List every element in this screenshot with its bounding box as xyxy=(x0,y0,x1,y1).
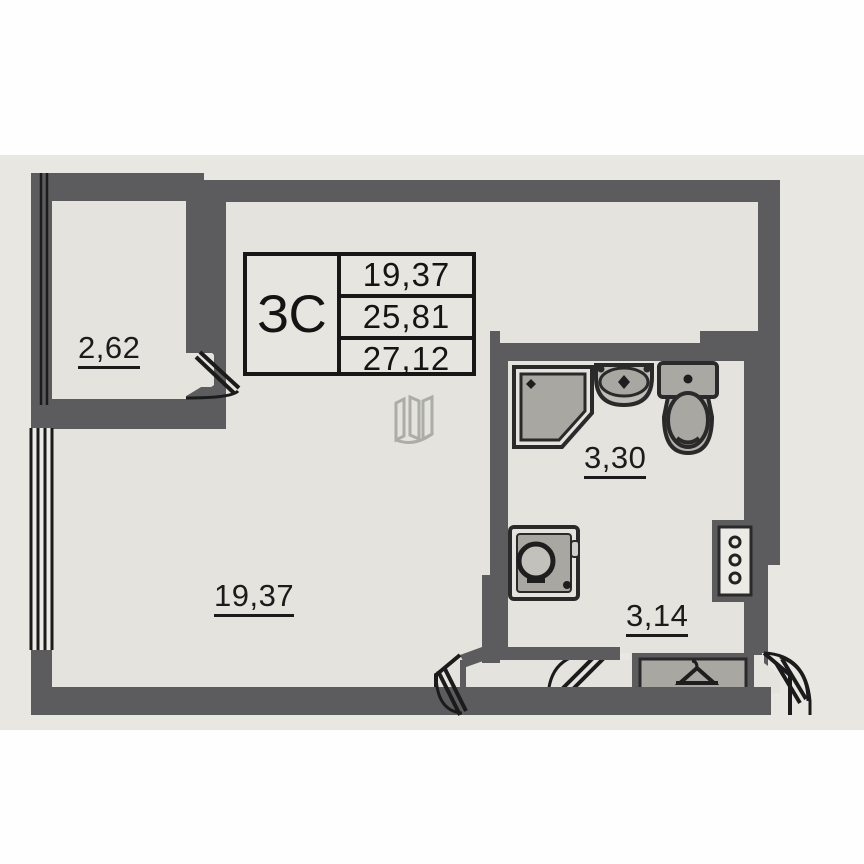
room-label-bathroom: 3,30 xyxy=(584,441,647,479)
living-room-door-swing[interactable] xyxy=(434,666,468,716)
floor-plan-drawing: .wall { fill: #5c5c5e; } .floor { fill: … xyxy=(29,173,812,716)
area-values-column: 19,37 25,81 27,12 xyxy=(341,256,472,377)
curtain-screen-symbol xyxy=(394,394,434,444)
area-value-without-balcony: 25,81 xyxy=(341,298,472,340)
room-label-hallway: 3,14 xyxy=(626,599,689,637)
window-balcony-glazing xyxy=(39,173,49,405)
balcony-structure xyxy=(31,173,241,429)
area-value-total: 27,12 xyxy=(362,340,451,377)
entry-door-swing[interactable] xyxy=(763,651,812,715)
bathroom-washbasin xyxy=(594,363,654,408)
toilet xyxy=(657,361,719,456)
utility-riser-shaft-three-pipes-small xyxy=(712,520,758,602)
window-left-wall xyxy=(29,428,54,650)
balcony-door-swing[interactable] xyxy=(185,350,241,400)
area-summary-table: ЗС 19,37 25,81 27,12 xyxy=(243,252,476,377)
room-label-living-room: 19,37 xyxy=(214,579,295,617)
room-label-balcony: 2,62 xyxy=(78,331,141,369)
area-value-living: 19,37 xyxy=(341,256,472,298)
washing-machine xyxy=(508,525,580,601)
hallway-structure xyxy=(31,585,812,716)
corner-shower-tray xyxy=(512,365,594,449)
bathroom-block xyxy=(490,343,762,704)
floor-plan-sheet: .wall { fill: #5c5c5e; } .floor { fill: … xyxy=(0,155,864,730)
living-room-floor xyxy=(52,202,758,693)
apartment-code-cell: ЗС xyxy=(247,256,341,372)
